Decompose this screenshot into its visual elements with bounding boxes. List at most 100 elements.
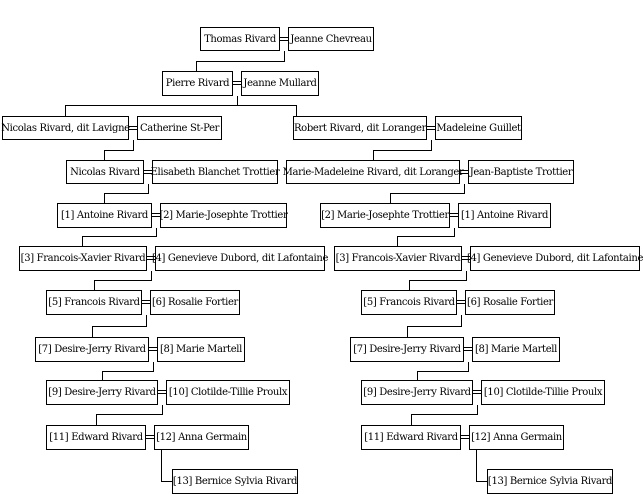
descent-line — [92, 326, 147, 327]
person-box[interactable]: [7] Desire-Jerry Rivard — [35, 337, 149, 362]
person-box[interactable]: [13] Bernice Sylvia Rivard — [172, 469, 298, 494]
marriage-line — [280, 40, 288, 41]
descent-line — [151, 271, 152, 280]
marriage-line — [462, 259, 470, 260]
person-box[interactable]: [5] Francois Rivard — [361, 290, 457, 315]
person-box[interactable]: [8] Marie Martell — [472, 337, 560, 362]
person-box[interactable]: Jean-Baptiste Trottier — [468, 160, 574, 184]
person-box[interactable]: [9] Desire-Jerry Rivard — [361, 380, 473, 405]
person-box[interactable]: [5] Francois Rivard — [46, 290, 142, 315]
marriage-line — [129, 129, 137, 130]
person-box[interactable]: Elisabeth Blanchet Trottier — [151, 160, 280, 184]
person-box[interactable]: [1] Antoine Rivard — [458, 203, 551, 228]
marriage-line — [146, 435, 154, 436]
descent-line — [94, 280, 95, 290]
person-box[interactable]: Catherine St-Per — [137, 116, 222, 140]
marriage-line — [457, 300, 465, 301]
person-box[interactable]: Madeleine Guillet — [435, 116, 522, 140]
descent-line — [237, 96, 238, 106]
descent-line — [397, 236, 398, 246]
descent-line — [397, 236, 455, 237]
marriage-line — [149, 350, 157, 351]
person-box[interactable]: Nicolas Rivard, dit Lavigne — [1, 116, 130, 140]
person-box[interactable]: [11] Edward Rivard — [46, 425, 146, 450]
person-box[interactable]: [9] Desire-Jerry Rivard — [46, 380, 158, 405]
descent-line — [196, 61, 285, 62]
descent-line — [390, 193, 391, 203]
person-box[interactable]: [1] Antoine Rivard — [57, 203, 152, 228]
descent-line — [417, 371, 418, 380]
marriage-line — [152, 216, 160, 217]
descent-line — [411, 414, 478, 415]
person-box[interactable]: [2] Marie-Josephte Trottier — [320, 203, 450, 228]
person-box[interactable]: [3] Francois-Xavier Rivard — [19, 246, 147, 271]
person-box[interactable]: [13] Bernice Sylvia Rivard — [487, 469, 613, 494]
descent-line — [65, 105, 297, 106]
person-box[interactable]: Robert Rivard, dit Loranger — [293, 116, 427, 140]
person-box[interactable]: Jeanne Mullard — [241, 71, 319, 96]
person-box[interactable]: [4] Genevieve Dubord, dit Lafontaine — [467, 246, 643, 271]
descent-line — [417, 371, 469, 372]
marriage-line — [144, 173, 152, 174]
person-box[interactable]: [7] Desire-Jerry Rivard — [350, 337, 464, 362]
marriage-line — [464, 350, 472, 351]
marriage-line — [144, 170, 152, 171]
person-box[interactable]: [8] Marie Martell — [157, 337, 245, 362]
descent-line — [82, 236, 83, 246]
descent-line — [153, 362, 154, 371]
marriage-line — [464, 347, 472, 348]
descent-line — [102, 371, 154, 372]
descent-line — [454, 228, 455, 236]
person-box[interactable]: Jeanne Chevreau — [288, 27, 374, 51]
person-box[interactable]: Pierre Rivard — [162, 71, 233, 96]
marriage-line — [152, 213, 160, 214]
person-box[interactable]: [6] Rosalie Fortier — [150, 290, 240, 315]
marriage-line — [461, 435, 469, 436]
person-box[interactable]: [4] Genevieve Dubord, dit Lafontaine — [152, 246, 328, 271]
marriage-line — [461, 438, 469, 439]
person-box[interactable]: Nicolas Rivard — [66, 160, 144, 184]
marriage-line — [129, 126, 137, 127]
descent-line — [390, 193, 465, 194]
marriage-line — [457, 303, 465, 304]
person-box[interactable]: [6] Rosalie Fortier — [465, 290, 555, 315]
descent-line — [477, 405, 478, 414]
person-box[interactable]: [10] Clotilde-Tillie Proulx — [481, 380, 605, 405]
person-box[interactable]: Thomas Rivard — [200, 27, 280, 51]
marriage-line — [142, 303, 150, 304]
descent-line — [411, 414, 412, 425]
marriage-line — [146, 438, 154, 439]
marriage-line — [158, 393, 166, 394]
descent-line — [146, 315, 147, 326]
descent-line — [284, 51, 285, 61]
descent-line — [196, 61, 197, 71]
person-box[interactable]: [11] Edward Rivard — [361, 425, 461, 450]
person-box[interactable]: [2] Marie-Josephte Trottier — [160, 203, 288, 228]
descent-line — [409, 280, 467, 281]
marriage-line — [473, 390, 481, 391]
descent-line — [431, 140, 432, 150]
descent-line — [296, 105, 297, 116]
person-box[interactable]: [3] Francois-Xavier Rivard — [334, 246, 462, 271]
marriage-line — [450, 216, 458, 217]
person-box[interactable]: Marie-Madeleine Rivard, dit Loranger — [283, 160, 464, 184]
marriage-line — [147, 259, 155, 260]
descent-line — [96, 414, 163, 415]
descent-line — [104, 193, 105, 203]
marriage-line — [233, 81, 241, 82]
descent-line — [466, 271, 467, 280]
descent-line — [161, 450, 162, 481]
person-box[interactable]: [10] Clotilde-Tillie Proulx — [166, 380, 290, 405]
marriage-line — [280, 37, 288, 38]
person-box[interactable]: [12] Anna Germain — [469, 425, 564, 450]
descent-line — [92, 326, 93, 337]
descent-line — [96, 414, 97, 425]
descent-line — [148, 184, 149, 193]
person-box[interactable]: [12] Anna Germain — [154, 425, 249, 450]
marriage-line — [142, 300, 150, 301]
descent-line — [104, 150, 105, 160]
descent-line — [407, 326, 408, 337]
marriage-line — [460, 170, 468, 171]
descent-line — [476, 481, 487, 482]
